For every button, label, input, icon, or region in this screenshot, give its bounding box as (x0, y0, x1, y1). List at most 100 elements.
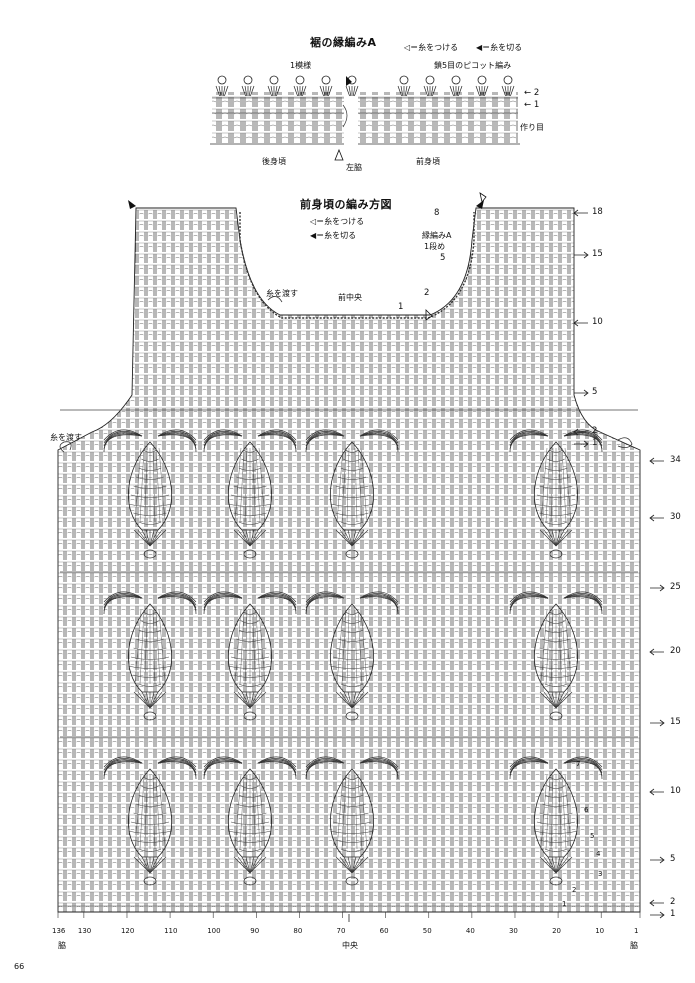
picot-motif (397, 75, 411, 97)
row-arrow-left (573, 428, 588, 436)
row-arrow-right (574, 251, 589, 259)
pineapple-motif (103, 429, 197, 559)
stitch-tick-120: 120 (120, 927, 135, 935)
row-arrow-left (649, 457, 664, 465)
row-arrow-right (574, 389, 589, 397)
picot-motif (449, 75, 463, 97)
row-arrows (573, 209, 665, 919)
stitch-tick-1: 1 (634, 927, 639, 935)
pineapple-motif (203, 756, 297, 886)
row-arrow-left (649, 788, 664, 796)
row-number-20: 20 (670, 646, 681, 656)
front-body-chart (57, 76, 641, 922)
pineapple-motif (103, 756, 197, 886)
row-arrow-right (650, 911, 665, 919)
picot-motif (501, 75, 515, 97)
edging-legend-attach: ◁＝糸をつける (404, 43, 459, 52)
row-arrow-right (574, 440, 589, 448)
row-number-15: 15 (670, 717, 681, 727)
neck-row-2: 2 (424, 288, 430, 298)
one-pattern-label: 1模様 (290, 61, 312, 70)
row-number-30: 30 (670, 512, 681, 522)
pineapple-row-4: 4 (596, 850, 601, 858)
front-legend-cut: ◀＝糸を切る (310, 231, 357, 240)
row-number-10: 10 (670, 786, 681, 796)
row-number-5: 5 (592, 387, 598, 397)
row-number-25: 25 (670, 582, 681, 592)
stitch-tick-90: 90 (250, 927, 260, 935)
back-body-label: 後身頃 (262, 157, 286, 166)
pineapple-row-7: 7 (576, 760, 581, 768)
pineapple-motif (509, 429, 603, 559)
edging-chart (210, 75, 520, 148)
edging-legend-cut: ◀＝糸を切る (476, 43, 523, 52)
center-label: 中央 (342, 941, 358, 950)
neck-row-5: 5 (440, 253, 446, 263)
pineapple-row-5: 5 (590, 832, 595, 840)
picot-motif (267, 75, 281, 97)
pineapple-motif (103, 591, 197, 721)
pineapple-motif (203, 591, 297, 721)
side-label-left: 脇 (58, 941, 66, 950)
edging-title: 裾の縁編みA (310, 36, 377, 49)
pineapple-motif (203, 429, 297, 559)
picot-motif (293, 75, 307, 97)
first-row-label: 1段め (424, 242, 446, 251)
stitch-tick-40: 40 (465, 927, 475, 935)
stitch-tick-60: 60 (379, 927, 389, 935)
edging-a-label: 縁編みA (422, 231, 452, 240)
pass-yarn-side: 糸を渡す (50, 433, 82, 442)
pineapple-row-6: 6 (584, 806, 589, 814)
row-number-2: 2 (592, 426, 598, 436)
row-number-34: 34 (670, 455, 681, 465)
row-number-10: 10 (592, 317, 603, 327)
row-number-18: 18 (592, 207, 603, 217)
stitch-tick-136: 136 (52, 927, 66, 935)
row-number-5: 5 (670, 854, 676, 864)
picot-motif (475, 75, 489, 97)
foundation-label: 作り目 (520, 123, 544, 132)
stitch-tick-50: 50 (422, 927, 432, 935)
stitch-tick-70: 70 (336, 927, 346, 935)
stitch-tick-110: 110 (164, 927, 178, 935)
pineapple-motif (305, 756, 399, 886)
picot-motif (319, 75, 333, 97)
row-arrow-left (649, 899, 664, 907)
row-arrow-right (650, 856, 665, 864)
picot-motif (345, 75, 359, 97)
row-arrow-left (649, 648, 664, 656)
pineapple-row-2: 2 (572, 886, 577, 894)
stitch-tick-10: 10 (595, 927, 605, 935)
stitch-tick-80: 80 (293, 927, 303, 935)
pass-yarn-neck: 糸を渡す (266, 289, 298, 298)
pineapple-row-3: 3 (598, 870, 603, 878)
stitch-tick-100: 100 (207, 927, 221, 935)
stitch-tick-20: 20 (552, 927, 561, 935)
side-label-right: 脇 (630, 941, 638, 950)
edging-row-2: ← 2 (524, 88, 540, 98)
row-arrow-left (573, 319, 588, 327)
row-arrow-right (650, 584, 665, 592)
pineapple-motif (305, 429, 399, 559)
front-title: 前身頃の編み方図 (300, 198, 392, 211)
row-number-2: 2 (670, 897, 676, 907)
front-center-label: 前中央 (338, 293, 362, 302)
row-number-15: 15 (592, 249, 603, 259)
picot-motif (423, 75, 437, 97)
pineapple-motif (509, 591, 603, 721)
row-arrow-left (573, 209, 588, 217)
pineapple-motif (509, 756, 603, 886)
pineapple-motif (305, 591, 399, 721)
stitch-tick-30: 30 (508, 927, 518, 935)
row-number-1: 1 (592, 438, 598, 448)
picot-motif (215, 75, 229, 97)
stitch-tick-130: 130 (77, 927, 92, 935)
row-arrow-left (649, 514, 664, 522)
row-arrow-right (650, 719, 665, 727)
pineapple-row-1: 1 (562, 900, 567, 908)
neck-row-8: 8 (434, 208, 440, 218)
front-body-label: 前身頃 (416, 157, 440, 166)
left-side-label: 左脇 (346, 163, 362, 172)
row-number-1: 1 (670, 909, 676, 919)
